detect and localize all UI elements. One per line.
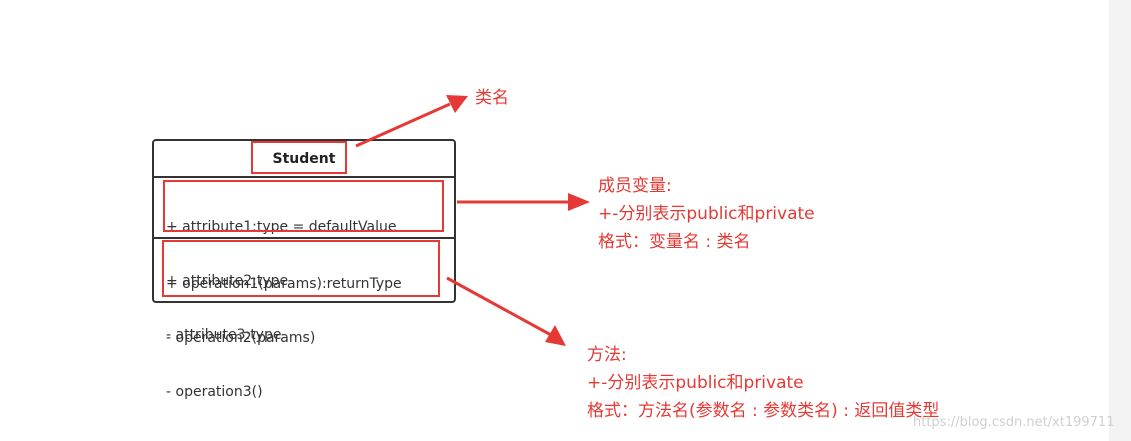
uml-class-name: Student (272, 151, 336, 167)
annotation-members-line2: 格式：变量名 : 类名 (598, 232, 751, 252)
annotation-methods-line1: +-分别表示public和private (587, 373, 804, 393)
arrow-to-class-name (355, 102, 451, 148)
annotation-class-name: 类名 (475, 88, 509, 108)
annotation-members-line1: +-分别表示public和private (598, 204, 815, 224)
annotation-methods-title: 方法: (587, 345, 627, 365)
annotation-members-title: 成员变量: (598, 176, 672, 196)
highlight-operations (162, 240, 440, 297)
uml-attribute: + attribute2:type (166, 273, 289, 289)
uml-class-box: Student + attribute1:type = defaultValue… (152, 139, 456, 400)
uml-divider-attributes (154, 237, 454, 239)
arrowhead-members (568, 193, 590, 211)
scrollbar-track[interactable] (1109, 0, 1131, 441)
uml-operation: - operation2(params) (166, 330, 316, 346)
watermark: https://blog.csdn.net/xt199711 (913, 415, 1115, 430)
uml-operations-section: + operation1(params):returnType - operat… (166, 239, 402, 437)
uml-operation: + operation1(params):returnType (166, 276, 402, 292)
highlight-attributes (163, 180, 444, 232)
annotation-methods-line2: 格式：方法名(参数名 : 参数类名) : 返回值类型 (587, 401, 940, 421)
uml-operation: - operation3() (166, 384, 263, 400)
uml-divider-name (154, 176, 454, 178)
arrowhead-class-name (446, 95, 468, 113)
arrowhead-methods (545, 325, 566, 346)
uml-attribute: - attribute3:type (166, 327, 282, 343)
annotation-methods: 方法: +-分别表示public和private 格式：方法名(参数名 : 参数… (587, 341, 939, 425)
arrow-to-methods (446, 276, 552, 337)
annotation-members: 成员变量: +-分别表示public和private 格式：变量名 : 类名 (598, 172, 815, 256)
highlight-class-name (251, 141, 347, 174)
